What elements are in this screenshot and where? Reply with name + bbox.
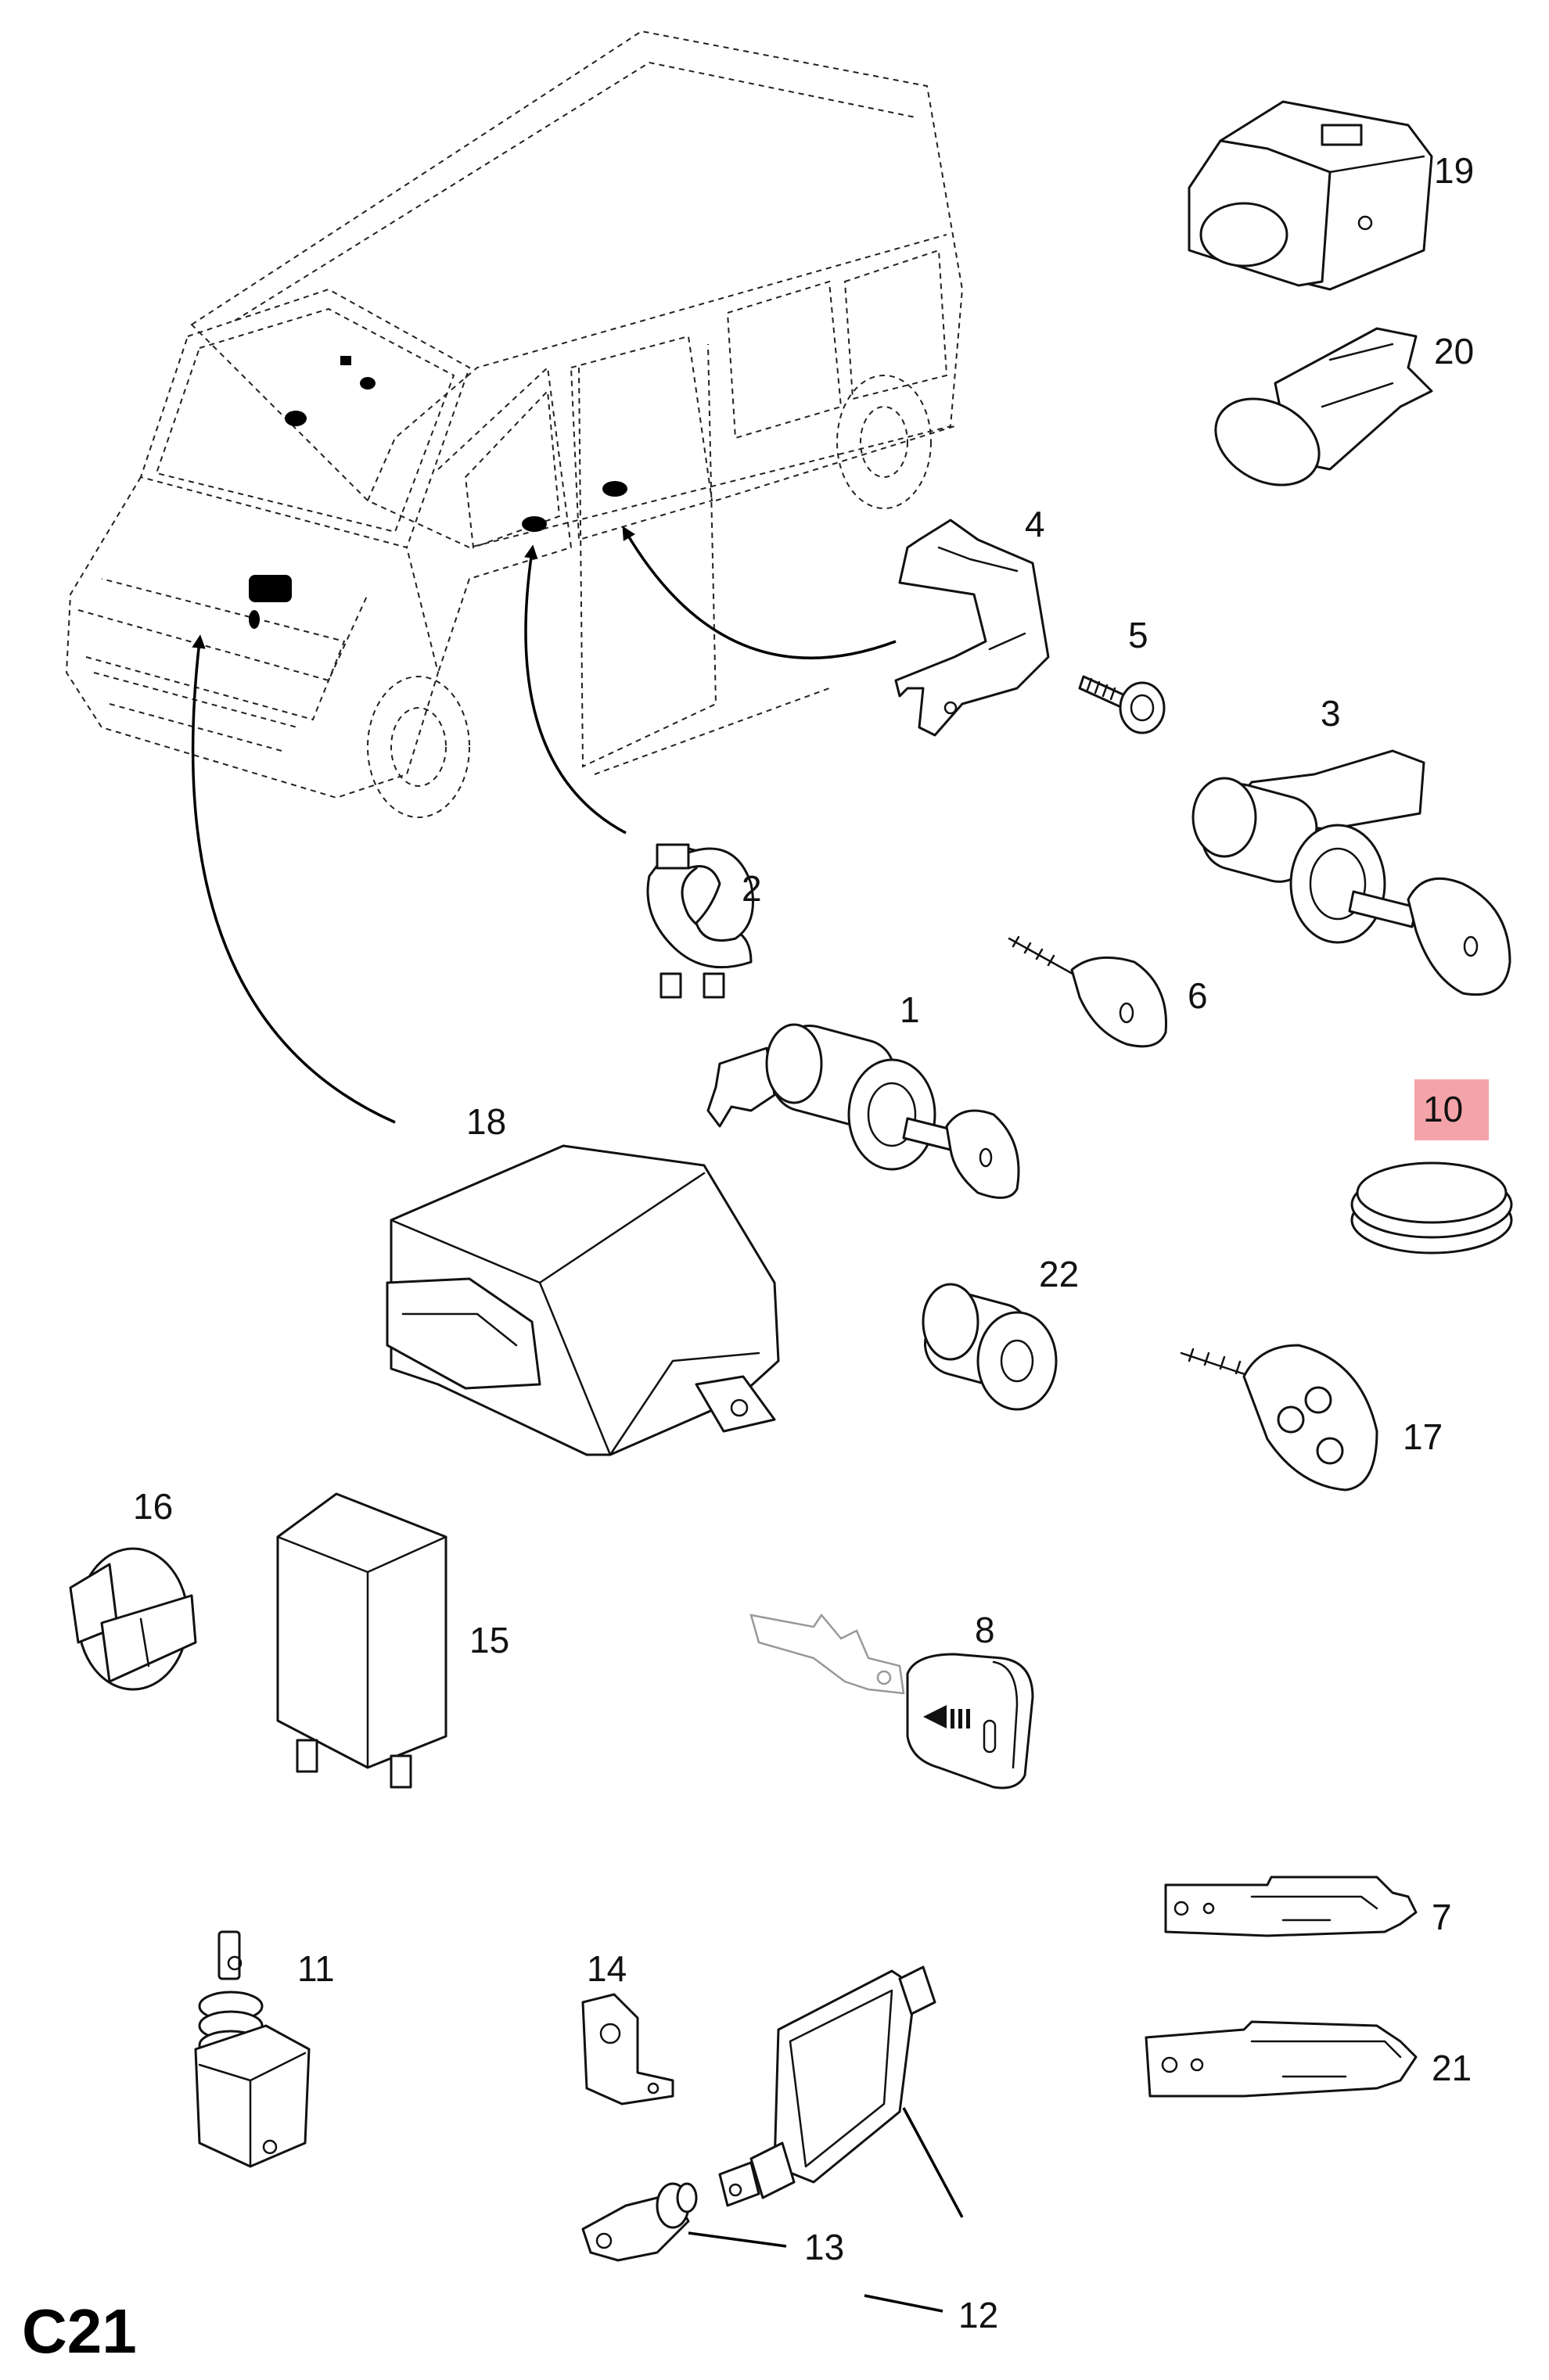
part-22-lock-cylinder	[922, 1283, 1058, 1411]
part-18-control-unit	[386, 1144, 780, 1456]
part-6-key	[1008, 935, 1167, 1048]
callout-11: 11	[297, 1948, 335, 1989]
callout-7: 7	[1432, 1897, 1452, 1937]
arrow-18-to-van	[191, 634, 396, 1124]
part-10-disc	[1350, 1161, 1513, 1255]
callout-10-highlight	[1414, 1079, 1489, 1140]
callout-8: 8	[975, 1610, 995, 1650]
part-15-relay	[276, 1492, 447, 1789]
callout-19: 19	[1434, 150, 1474, 191]
callout-6: 6	[1188, 975, 1208, 1016]
part-13-switch	[581, 2182, 698, 2262]
part-5-screw	[1078, 675, 1166, 734]
part-4-bracket	[894, 519, 1050, 737]
leader-13	[688, 2231, 787, 2248]
callout-14: 14	[587, 1948, 627, 1989]
part-17-remote-key	[1180, 1344, 1378, 1492]
callout-3: 3	[1321, 693, 1341, 734]
callout-18: 18	[466, 1101, 506, 1142]
callout-13: 13	[804, 2227, 844, 2267]
part-20-button	[1214, 327, 1433, 486]
callout-20: 20	[1434, 331, 1474, 372]
page-code: C21	[22, 2296, 137, 2366]
ghost-key-blank	[749, 1613, 905, 1695]
callout-22: 22	[1039, 1254, 1079, 1294]
part-1-lock-with-key	[706, 1023, 1020, 1199]
part-14-bracket	[581, 1993, 674, 2105]
callout-21: 21	[1432, 2048, 1472, 2088]
van-illustration	[65, 30, 964, 818]
part-12-sensor	[718, 1965, 936, 2207]
callout-4: 4	[1025, 504, 1045, 544]
part-2-ring	[646, 843, 754, 999]
part-21-key-blade	[1145, 2020, 1418, 2098]
callout-5: 5	[1128, 615, 1148, 655]
part-16-connector	[69, 1547, 197, 1691]
callout-1: 1	[900, 989, 920, 1030]
leader-12-a	[902, 2107, 964, 2218]
arrow-2-to-van	[524, 544, 627, 835]
callout-15: 15	[469, 1620, 509, 1660]
part-11-actuator	[194, 1930, 311, 2168]
part-19-switch	[1188, 100, 1433, 291]
arrow-4-to-van	[622, 526, 897, 660]
part-8-remote-fob	[906, 1653, 1034, 1789]
leader-12-b	[864, 2294, 943, 2313]
part-3-lock-with-key	[1191, 749, 1511, 996]
callout-12: 12	[958, 2295, 998, 2335]
part-7-key-blade	[1164, 1876, 1418, 1937]
callout-17: 17	[1403, 1416, 1443, 1457]
callout-10: 10	[1423, 1089, 1463, 1129]
callout-2: 2	[742, 868, 762, 909]
callout-16: 16	[133, 1486, 173, 1527]
